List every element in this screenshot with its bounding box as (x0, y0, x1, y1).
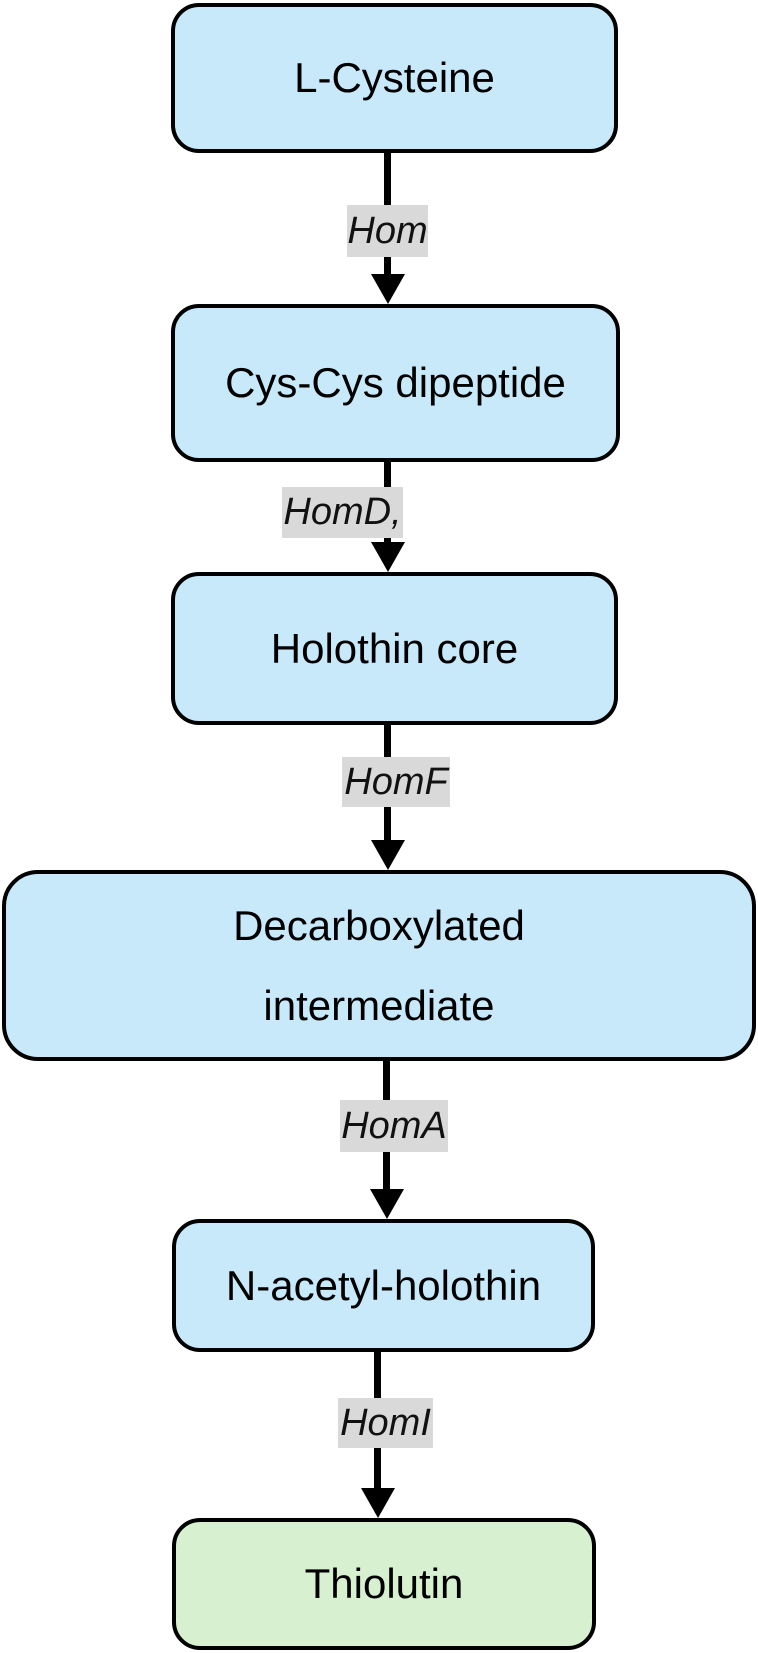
node-label: L-Cysteine (294, 54, 495, 101)
edge-label-homi: HomI (338, 1398, 433, 1448)
arrow-head (371, 274, 405, 304)
arrow-head (371, 840, 405, 870)
node-holothin-core: Holothin core (171, 572, 618, 725)
node-label: Holothin core (270, 624, 519, 672)
node-n-acetyl-holothin: N-acetyl-holothin (172, 1219, 595, 1352)
node-label-line1: Decarboxylated (233, 901, 525, 949)
node-label: Thiolutin (304, 1560, 464, 1607)
node-thiolutin: Thiolutin (172, 1518, 596, 1650)
edge-label-homa: HomA (340, 1100, 448, 1152)
node-label-line2: intermediate (263, 981, 495, 1029)
edge-label-homd: HomD, (282, 487, 403, 538)
node-l-cysteine: L-Cysteine (171, 3, 618, 153)
node-cys-cys-dipeptide: Cys-Cys dipeptide (171, 304, 620, 462)
edge-label-hom: Hom (347, 205, 428, 257)
node-decarboxylated-intermediate: Decarboxylated intermediate (2, 870, 756, 1061)
arrow-head (361, 1488, 395, 1518)
edge-label-homf: HomF (342, 757, 450, 807)
node-label: Cys-Cys dipeptide (225, 359, 566, 406)
node-label: N-acetyl-holothin (225, 1261, 542, 1309)
node-label: Decarboxylated intermediate (233, 886, 525, 1046)
arrow-head (370, 1189, 404, 1219)
arrow-head (371, 542, 405, 572)
